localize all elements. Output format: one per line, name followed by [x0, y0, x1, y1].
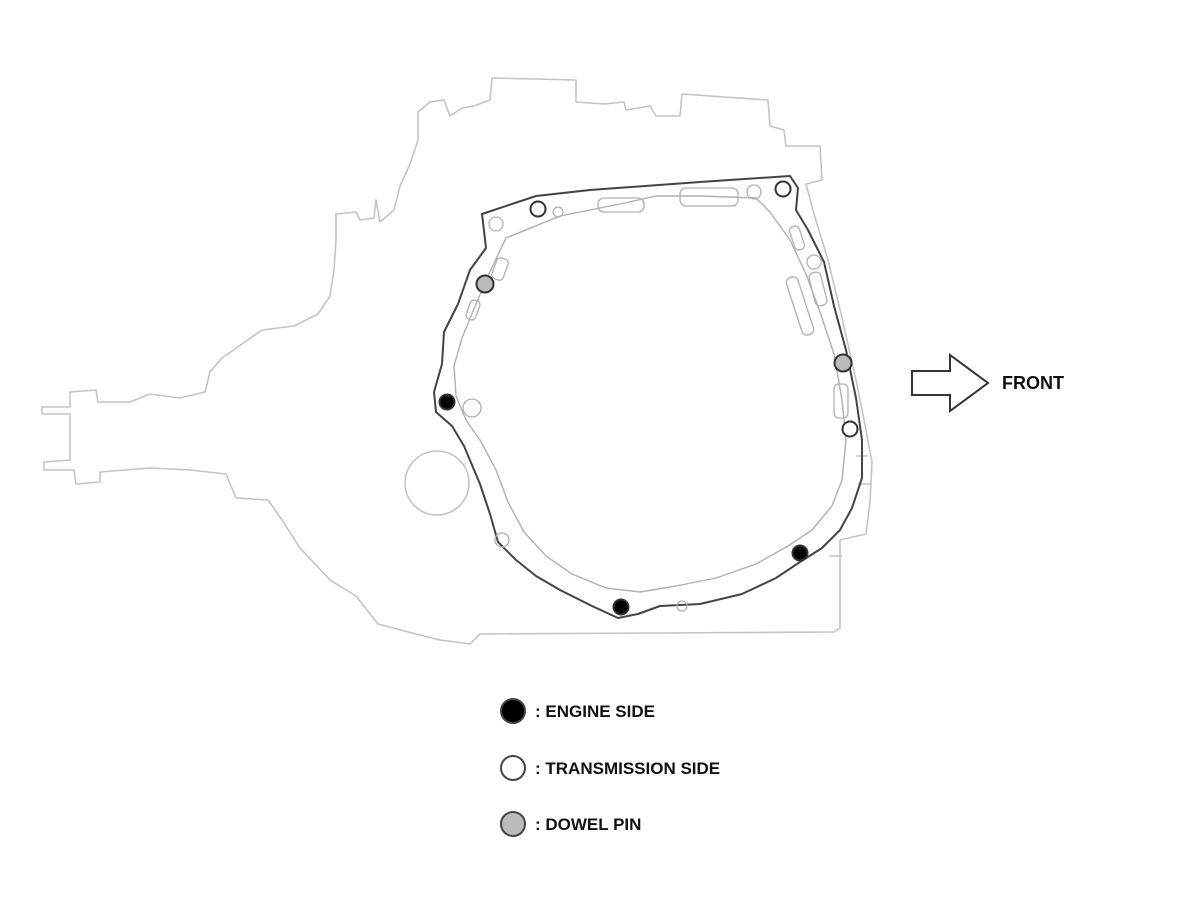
gasket-hole [462, 398, 482, 418]
gasket-slot [785, 276, 815, 336]
legend-item-dowel-pin: : DOWEL PIN [500, 811, 641, 837]
transmission-side-swatch [500, 755, 526, 781]
legend-label-dowel-pin: : DOWEL PIN [535, 815, 641, 834]
gasket-hole [806, 254, 822, 270]
engine-bolt-marker [612, 598, 630, 616]
gasket [433, 175, 863, 619]
gasket-slot [465, 299, 481, 321]
engine-bolt-marker [791, 544, 809, 562]
transmission-bolt-marker [841, 420, 859, 438]
gasket-hole [488, 216, 504, 232]
gasket-hole [746, 184, 762, 200]
legend-label-transmission-side: : TRANSMISSION SIDE [535, 759, 720, 778]
gasket-slot [679, 187, 739, 207]
front-label: FRONT [1002, 373, 1064, 393]
gasket-hole [676, 600, 688, 612]
housing-outline [41, 77, 873, 645]
engine-side-swatch [500, 698, 526, 724]
engine-bolt-marker [438, 393, 456, 411]
front-indicator: FRONT [911, 353, 1064, 413]
gasket-inner-edge [453, 195, 847, 593]
gasket-slot [788, 225, 806, 251]
gasket-outer-edge [433, 175, 863, 619]
arrow-right-icon [911, 353, 990, 413]
legend: : ENGINE SIDE : TRANSMISSION SIDE : DOWE… [500, 698, 720, 837]
gasket-hole [494, 532, 510, 548]
gasket-slot [491, 257, 509, 281]
transmission-bolt-marker [774, 180, 792, 198]
output-shaft-circle [404, 450, 470, 516]
legend-item-engine-side: : ENGINE SIDE [500, 698, 655, 724]
housing-detail-right [830, 455, 872, 557]
dowel-pin-swatch [500, 811, 526, 837]
dowel-bolt-marker [833, 353, 853, 373]
bolt-markers [438, 180, 859, 616]
gasket-slot [833, 383, 849, 419]
gasket-slot [597, 197, 645, 213]
legend-item-transmission-side: : TRANSMISSION SIDE [500, 755, 720, 781]
legend-label-engine-side: : ENGINE SIDE [535, 702, 655, 721]
transmission-bolt-marker [529, 200, 547, 218]
gasket-slot [808, 271, 828, 307]
transmission-housing [41, 77, 873, 645]
gasket-slots [462, 184, 849, 612]
dowel-bolt-marker [475, 274, 495, 294]
gasket-hole [552, 206, 564, 218]
